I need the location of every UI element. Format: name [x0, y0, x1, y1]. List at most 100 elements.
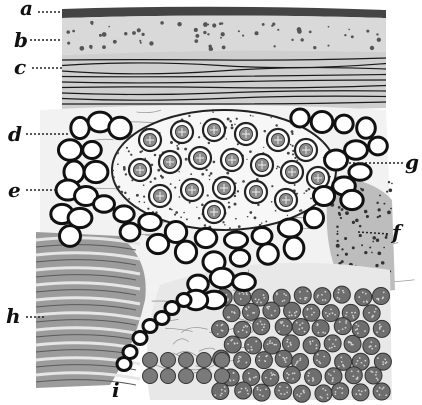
muscle-cross-section	[275, 318, 292, 335]
muscle-cross-section	[345, 367, 362, 384]
label-f: f	[392, 222, 401, 242]
matrix-speckle	[305, 190, 307, 192]
nucleus-dot	[271, 25, 273, 27]
muscle-cross-section	[355, 289, 372, 306]
nucleus-dot	[222, 45, 226, 49]
texture-dot	[379, 194, 381, 196]
matrix-speckle	[178, 171, 179, 172]
nucleus-dot	[203, 31, 206, 34]
nucleus-dot	[79, 46, 84, 51]
matrix-speckle	[235, 218, 237, 220]
fat-cell	[230, 250, 249, 267]
nucleus-dot	[273, 45, 275, 47]
matrix-speckle	[236, 118, 238, 120]
matrix-speckle	[174, 187, 176, 189]
nerve-fiber	[221, 149, 243, 171]
matrix-speckle	[247, 216, 249, 218]
matrix-speckle	[231, 126, 234, 129]
matrix-speckle	[139, 151, 141, 153]
muscle-cross-section	[292, 318, 309, 335]
texture-dot	[369, 246, 371, 248]
matrix-speckle	[198, 136, 200, 138]
nucleus-dot	[344, 34, 346, 36]
nucleus-dot	[72, 30, 75, 33]
label-g: g	[405, 152, 419, 172]
matrix-speckle	[186, 218, 188, 220]
fat-cell	[311, 112, 333, 133]
matrix-speckle	[136, 194, 139, 197]
nucleus-dot	[300, 38, 303, 41]
matrix-speckle	[183, 212, 185, 214]
muscle-cross-section	[293, 385, 310, 402]
texture-dot	[378, 208, 381, 211]
matrix-speckle	[185, 158, 188, 161]
matrix-speckle	[263, 147, 264, 148]
muscle-cross-section	[363, 337, 380, 354]
texture-dot	[345, 253, 348, 256]
nucleus-dot	[194, 28, 198, 32]
fat-cell	[117, 358, 131, 371]
nerve-fiber	[139, 129, 161, 151]
texture-dot	[336, 244, 340, 248]
muscle-cross-section	[197, 353, 212, 368]
texture-dot	[336, 233, 338, 235]
matrix-speckle	[113, 176, 115, 178]
matrix-speckle	[277, 166, 279, 168]
nerve-fiber	[189, 147, 211, 169]
nucleus-dot	[348, 29, 350, 31]
muscle-cross-section	[263, 302, 280, 319]
nucleus-dot	[140, 42, 142, 44]
texture-dot	[386, 191, 388, 193]
fat-cell	[83, 142, 102, 159]
texture-dot	[360, 188, 362, 190]
matrix-speckle	[275, 124, 277, 126]
nerve-fiber	[203, 119, 225, 141]
fat-cell	[284, 237, 304, 259]
nerve-fiber	[295, 139, 317, 161]
nucleus-dot	[221, 32, 225, 36]
matrix-speckle	[237, 190, 239, 192]
muscle-cross-section	[161, 353, 176, 368]
fat-cell	[94, 196, 115, 213]
fat-cell	[349, 164, 371, 181]
muscle-cross-section	[197, 369, 212, 384]
nucleus-dot	[238, 30, 240, 32]
matrix-speckle	[144, 201, 146, 203]
matrix-speckle	[170, 183, 172, 185]
label-d: d	[8, 124, 22, 144]
matrix-speckle	[308, 188, 311, 191]
nerve-fiber	[213, 177, 235, 199]
fat-cell	[224, 232, 247, 248]
fat-cell	[341, 190, 363, 209]
matrix-speckle	[171, 209, 173, 211]
matrix-speckle	[310, 197, 312, 199]
nerve-fiber	[251, 154, 273, 176]
matrix-speckle	[271, 117, 272, 118]
matrix-speckle	[128, 150, 130, 152]
nucleus-dot	[351, 35, 354, 38]
nucleus-dot	[377, 38, 381, 42]
matrix-speckle	[252, 115, 253, 116]
matrix-speckle	[228, 202, 230, 204]
texture-dot	[375, 264, 378, 267]
muscle-cross-section	[143, 369, 158, 384]
matrix-speckle	[126, 147, 128, 149]
muscle-cross-section	[215, 353, 230, 368]
muscle-cross-section	[325, 368, 342, 385]
nucleus-dot	[313, 46, 316, 49]
matrix-speckle	[300, 209, 303, 212]
matrix-speckle	[205, 169, 207, 171]
matrix-speckle	[212, 111, 214, 113]
matrix-speckle	[291, 133, 293, 135]
nucleus-dot	[328, 26, 330, 28]
matrix-speckle	[208, 175, 210, 177]
matrix-speckle	[154, 154, 157, 157]
fat-cell	[139, 213, 161, 230]
matrix-speckle	[201, 203, 204, 206]
texture-dot	[355, 219, 358, 222]
nucleus-dot	[219, 22, 222, 25]
matrix-speckle	[265, 221, 267, 223]
matrix-speckle	[242, 180, 245, 183]
nucleus-dot	[99, 34, 102, 37]
